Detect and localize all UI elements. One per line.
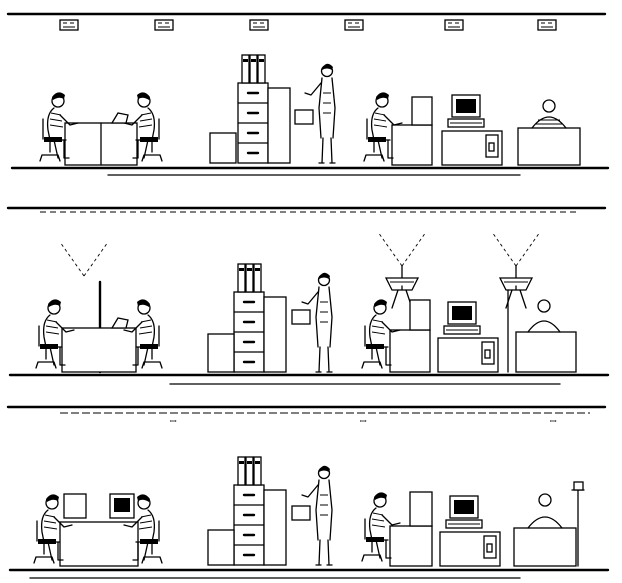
ceiling-labels: ꟷ ꟷ ꟷ bbox=[170, 417, 557, 426]
ceiling-label: ꟷ bbox=[170, 417, 177, 426]
panel-middle bbox=[6, 206, 610, 385]
panel-top bbox=[6, 12, 610, 176]
workstation-area-3 bbox=[361, 481, 585, 567]
ceiling-label: ꟷ bbox=[360, 417, 367, 426]
filing-area bbox=[209, 53, 336, 165]
meeting-desk bbox=[39, 91, 162, 166]
meeting-desk-lit bbox=[35, 241, 162, 374]
panel-bottom: ꟷ ꟷ ꟷ bbox=[6, 405, 610, 579]
ceiling-label: ꟷ bbox=[550, 417, 557, 426]
filing-area-2 bbox=[207, 262, 333, 374]
workstation-area bbox=[363, 91, 581, 166]
workstation-area-2 bbox=[361, 231, 577, 373]
filing-area-3 bbox=[207, 455, 333, 567]
ceiling-fixtures bbox=[59, 19, 557, 31]
monitor-desks bbox=[33, 493, 162, 567]
